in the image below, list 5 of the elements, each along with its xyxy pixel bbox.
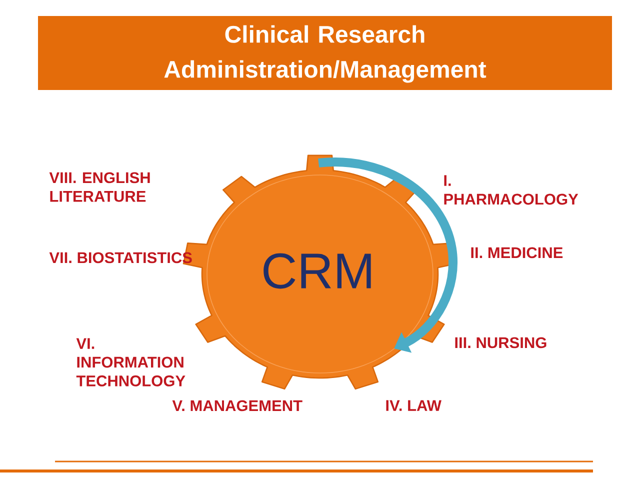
subject-label: VI. INFORMATION TECHNOLOGY bbox=[76, 338, 186, 386]
subject-label: VIII. ENGLISH LITERATURE bbox=[49, 172, 150, 202]
subject-label: II. MEDICINE bbox=[471, 247, 563, 258]
subject-label: III. NURSING bbox=[455, 337, 546, 348]
title-banner: Clinical Research Administration/Management bbox=[38, 16, 612, 90]
